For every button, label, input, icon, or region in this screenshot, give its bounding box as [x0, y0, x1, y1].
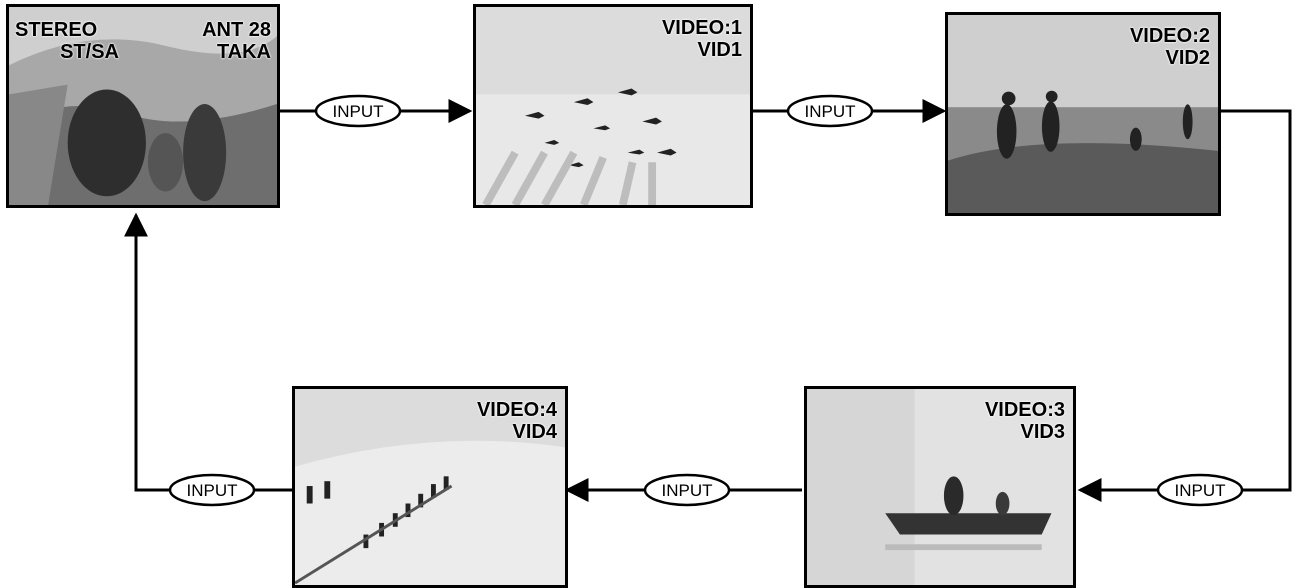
ant-channel-label: ANT 28 — [202, 19, 271, 41]
video4-screen: VIDEO:4 VID4 — [292, 386, 568, 588]
video1-input-name: VIDEO:1 — [661, 17, 742, 39]
video2-screen: VIDEO:2 VID2 — [945, 12, 1221, 216]
video1-label: VIDEO:1 VID1 — [602, 17, 742, 61]
video4-short-name: VID4 — [512, 421, 557, 443]
st-sa-label: ST/SA — [60, 41, 119, 63]
video2-input-name: VIDEO:2 — [1129, 25, 1210, 47]
input-button-5[interactable]: INPUT — [168, 473, 256, 507]
stereo-label: STEREO — [15, 19, 98, 41]
beach-scene-image — [948, 15, 1218, 213]
antenna-mode: STEREO ST/SA — [15, 19, 125, 63]
input-label-3: INPUT — [1175, 481, 1226, 500]
input-label-2: INPUT — [805, 102, 856, 121]
input-button-4[interactable]: INPUT — [643, 473, 731, 507]
video1-screen: VIDEO:1 VID1 — [473, 4, 753, 208]
input-button-3[interactable]: INPUT — [1156, 473, 1244, 507]
video3-input-name: VIDEO:3 — [984, 399, 1065, 421]
station-label: TAKA — [216, 41, 271, 63]
input-button-2[interactable]: INPUT — [786, 94, 874, 128]
video3-screen: VIDEO:3 VID3 — [804, 386, 1076, 588]
antenna-screen: STEREO ST/SA ANT 28 TAKA — [6, 4, 280, 208]
video4-label: VIDEO:4 VID4 — [417, 399, 557, 443]
boat-scene-image — [807, 389, 1073, 585]
video3-label: VIDEO:3 VID3 — [925, 399, 1065, 443]
video2-label: VIDEO:2 VID2 — [1070, 25, 1210, 69]
input-label-1: INPUT — [333, 102, 384, 121]
input-label-4: INPUT — [662, 481, 713, 500]
video2-short-name: VID2 — [1165, 47, 1210, 69]
street-scene-image — [9, 7, 277, 205]
video1-short-name: VID1 — [697, 39, 742, 61]
video4-input-name: VIDEO:4 — [476, 399, 557, 421]
input-label-5: INPUT — [187, 481, 238, 500]
snow-hikers-scene-image — [295, 389, 565, 585]
jets-scene-image — [476, 7, 750, 205]
input-button-1[interactable]: INPUT — [314, 94, 402, 128]
arrow-video4-to-antenna — [124, 212, 294, 492]
antenna-channel: ANT 28 TAKA — [151, 19, 271, 63]
video3-short-name: VID3 — [1020, 421, 1065, 443]
